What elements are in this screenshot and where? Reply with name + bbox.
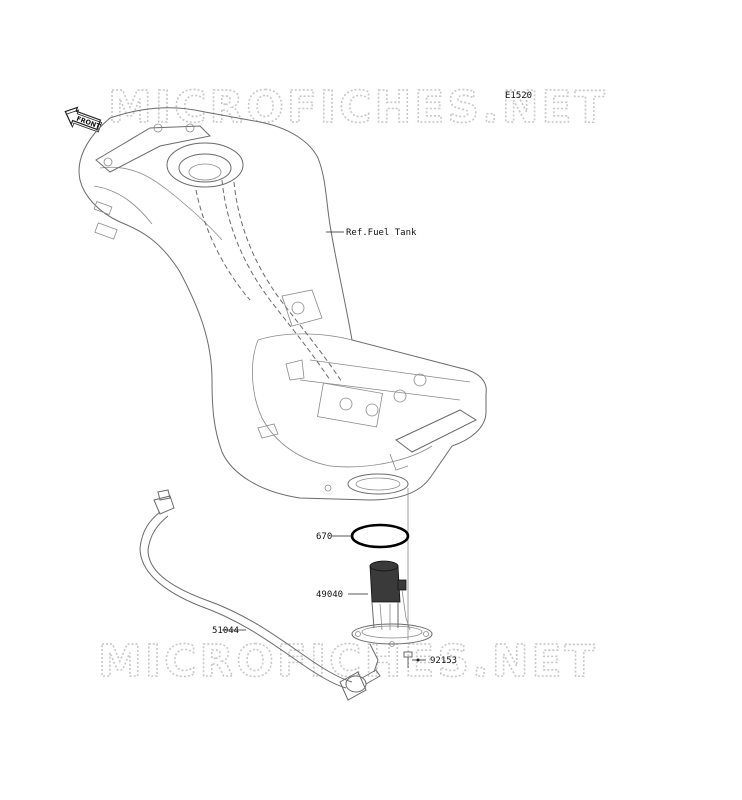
o-ring — [350, 523, 410, 549]
front-arrow-icon: FRONT — [64, 106, 103, 133]
label-hose: 51044 — [212, 626, 239, 636]
bolt — [403, 651, 413, 668]
label-ref-fuel-tank: Ref.Fuel Tank — [346, 228, 417, 238]
watermark-top: MICROFICHES.NET — [108, 82, 608, 133]
hose — [139, 489, 381, 701]
label-fuel-pump: 49040 — [316, 590, 343, 600]
fuel-pump — [351, 560, 433, 673]
label-bolt: 92153 — [430, 656, 457, 666]
fuel-tank — [78, 107, 487, 501]
diagram-code: E1520 — [505, 91, 532, 101]
bolt-dot-icon — [416, 658, 420, 662]
label-o-ring: 670 — [316, 532, 332, 542]
